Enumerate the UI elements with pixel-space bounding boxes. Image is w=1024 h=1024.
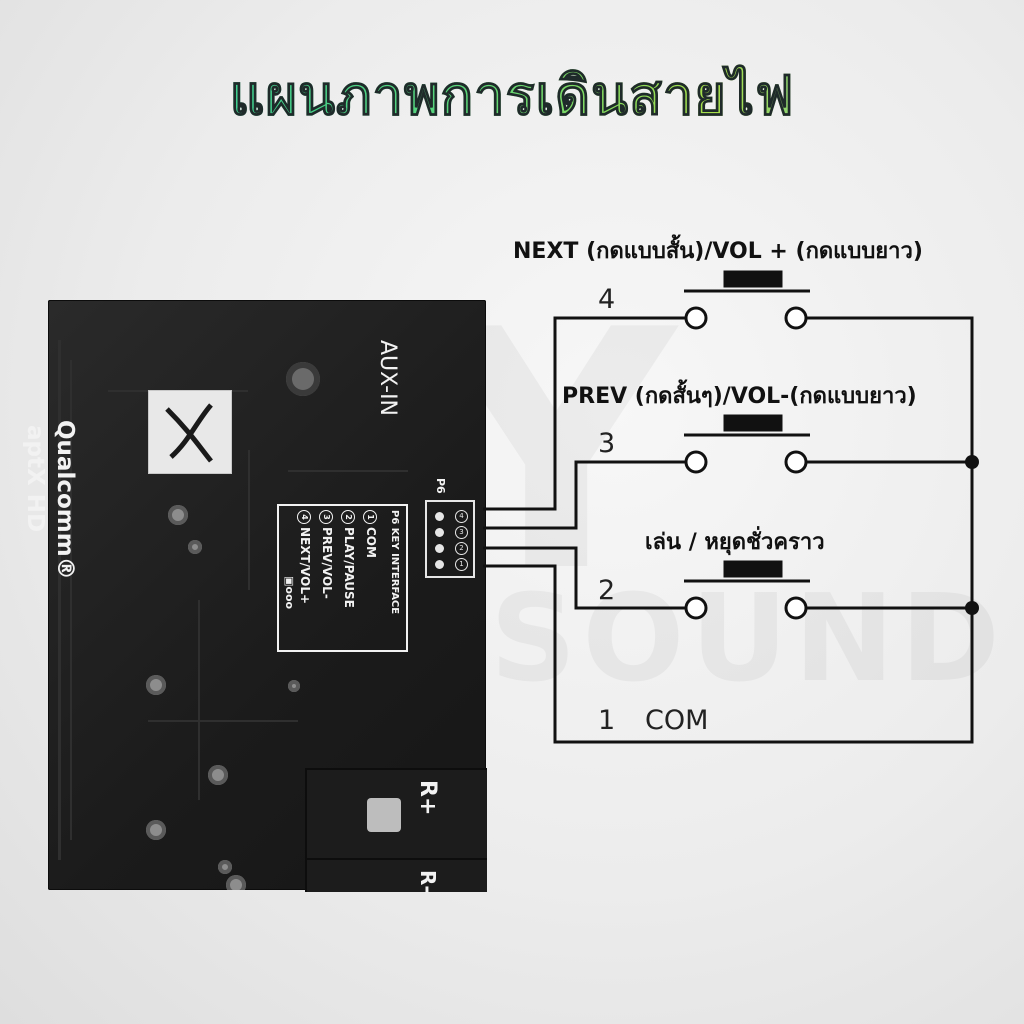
push-button-next [684,270,810,330]
connector-pin [435,544,444,553]
pin-number-3: 3 [598,428,616,459]
connector-pin [435,528,444,537]
connector-pin [435,512,444,521]
wire-pin-4 [483,316,686,511]
button-label-play-pause: เล่น / หยุดชั่วคราว [645,530,825,555]
push-button-play-pause [684,560,810,620]
mounting-hole [286,362,320,396]
connector-pin-number: 4 [455,510,468,523]
pin-number-1: 1 [598,705,616,736]
page-title: แผนภาพการเดินสายไฟ [0,52,1024,138]
chip-x-icon [165,403,213,463]
pin-number-4: 4 [598,284,616,315]
p6-connector: 4 3 2 1 [425,500,475,578]
wire-com [483,316,974,744]
wire-pin-3 [483,460,686,530]
button-label-prev: PREV (กดสั้นๆ)/VOL-(กดแบบยาว) [562,384,917,409]
key-interface-legend: P6 KEY INTERFACE 1COM 2PLAY/PAUSE 3PREV/… [277,504,408,652]
wire-pin-2 [483,546,686,610]
pin-number-2: 2 [598,575,616,606]
junction-dot [965,601,979,615]
connector-pin [435,560,444,569]
button-label-next: NEXT (กดแบบสั้น)/VOL + (กดแบบยาว) [513,239,923,264]
com-label: COM [645,705,709,736]
screw-terminal [305,768,487,892]
chip-x [148,390,232,474]
connector-pin-number: 2 [455,542,468,555]
junction-dot [965,455,979,469]
connector-pin-number: 3 [455,526,468,539]
push-button-prev [684,414,810,474]
connector-pin-number: 1 [455,558,468,571]
